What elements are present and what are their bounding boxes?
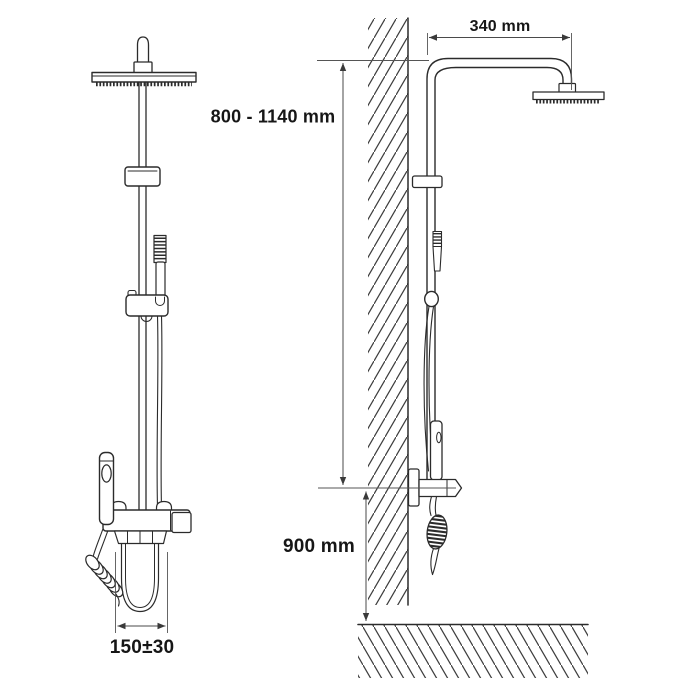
side-view: [357, 17, 605, 678]
riser-pipe-side: [426, 57, 573, 480]
floor-section: [357, 623, 589, 678]
dimension-label-riser-height: 800 - 1140 mm: [210, 106, 336, 127]
rain-shower-head-front: [91, 71, 197, 87]
coiled-hose-front: [85, 554, 124, 607]
wall-section: [368, 17, 409, 606]
mixer-lever-front: [98, 451, 115, 526]
slider-block-front: [124, 166, 161, 187]
dimension-label-mixer-height: 900 mm: [283, 536, 355, 557]
shower-arm-front: [133, 36, 153, 75]
dimension-label-hose-loop-width: 150±30: [109, 637, 175, 658]
hand-shower-side: [432, 230, 443, 272]
mixer-lever-side: [429, 420, 443, 481]
rain-shower-head-side: [532, 82, 605, 104]
hand-shower-holder-front: [125, 289, 169, 322]
mixer-body-front: [102, 509, 192, 545]
hand-shower-front: [153, 234, 167, 301]
slider-block-side: [411, 175, 443, 189]
coiled-hose-side: [425, 495, 449, 576]
hose-loop-front: [120, 541, 160, 613]
slider-knob-side: [424, 290, 440, 308]
dimension-label-arm-reach: 340 mm: [469, 18, 531, 35]
front-view: [85, 36, 197, 613]
extension-lines: [115, 33, 572, 633]
hand-shower-hose-front: [156, 315, 163, 508]
dimension-annotations: [115, 33, 572, 633]
